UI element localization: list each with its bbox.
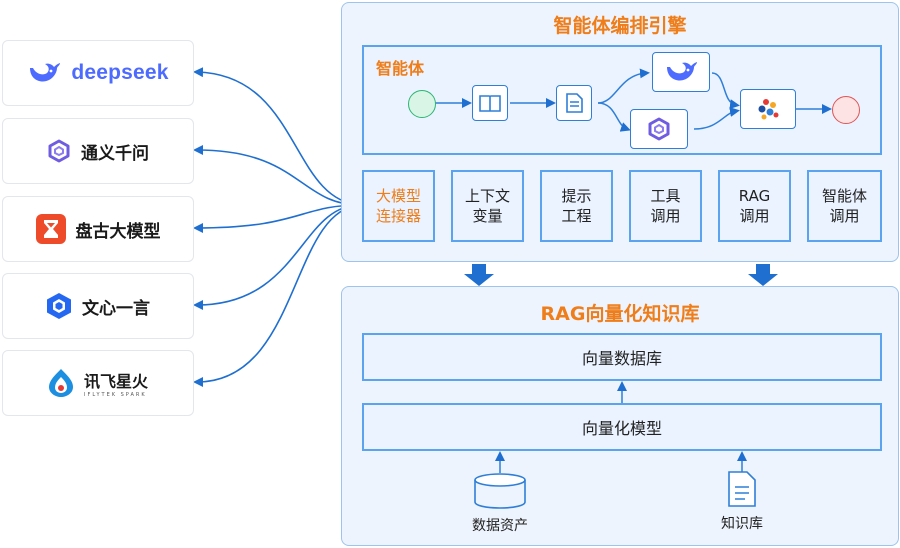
source-label: 数据资产 — [472, 518, 528, 534]
capability-agent-call[interactable]: 智能体 调用 — [807, 170, 882, 242]
orchestration-engine-panel: 智能体编排引擎 智能体 — [341, 2, 899, 262]
wenxin-icon — [47, 293, 71, 319]
whale-icon — [667, 62, 697, 81]
down-arrow-right — [748, 264, 778, 286]
capability-context-variables[interactable]: 上下文 变量 — [451, 170, 524, 242]
llm-subtitle: IFLYTEK SPARK — [83, 392, 147, 398]
curve-pangu — [193, 204, 361, 233]
llm-card-spark[interactable]: 讯飞星火 IFLYTEK SPARK — [2, 350, 194, 416]
workflow-arrows — [424, 68, 832, 132]
curve-qwen — [193, 145, 361, 206]
capability-tool-call[interactable]: 工具 调用 — [629, 170, 702, 242]
book-icon — [479, 95, 501, 112]
vector-database-box[interactable]: 向量数据库 — [362, 333, 882, 381]
qwen-icon — [648, 117, 670, 141]
curve-deepseek — [193, 67, 361, 206]
cluster-icon — [758, 99, 779, 120]
llm-card-qwen[interactable]: 通义千问 — [2, 118, 194, 184]
source-knowledge-base[interactable]: 知识库 — [702, 469, 782, 539]
llm-name: 通义千问 — [81, 143, 149, 164]
document-icon — [728, 471, 756, 507]
book-node[interactable] — [472, 85, 508, 121]
file-text-icon — [566, 93, 583, 113]
agent-workflow-box: 智能体 — [362, 45, 882, 155]
end-node[interactable] — [832, 96, 860, 124]
rag-knowledge-base-panel: RAG向量化知识库 向量数据库 向量化模型 数据资产 知识库 — [341, 286, 899, 546]
llm-name: 讯飞星火 — [83, 372, 148, 391]
qwen-icon — [48, 139, 70, 163]
source-data-assets[interactable]: 数据资产 — [460, 473, 540, 539]
curve-spark — [193, 204, 361, 387]
document-node[interactable] — [556, 85, 592, 121]
rag-arrows — [495, 381, 747, 473]
capability-rag-call[interactable]: RAG 调用 — [718, 170, 791, 242]
source-label: 知识库 — [721, 516, 763, 532]
spark-icon — [48, 369, 73, 397]
whale-icon — [30, 63, 61, 82]
llm-name: 文心一言 — [82, 298, 150, 319]
qwen-node[interactable] — [630, 109, 688, 149]
curve-wenxin — [193, 204, 361, 310]
down-arrow-left — [464, 264, 494, 286]
vector-model-box[interactable]: 向量化模型 — [362, 403, 882, 451]
pangu-icon — [35, 214, 66, 244]
deepseek-node[interactable] — [652, 52, 710, 92]
engine-title: 智能体编排引擎 — [553, 15, 687, 37]
llm-card-deepseek[interactable]: deepseek — [2, 40, 194, 106]
llm-card-wenxin[interactable]: 文心一言 — [2, 273, 194, 339]
database-icon — [474, 473, 526, 509]
capability-llm-connector[interactable]: 大模型 连接器 — [362, 170, 435, 242]
capability-prompt-engineering[interactable]: 提示 工程 — [540, 170, 613, 242]
start-node[interactable] — [408, 90, 436, 118]
agent-label: 智能体 — [376, 59, 425, 78]
aggregator-node[interactable] — [740, 89, 796, 129]
llm-name: 盘古大模型 — [75, 221, 161, 242]
llm-name: deepseek — [71, 61, 169, 84]
rag-title: RAG向量化知识库 — [540, 303, 700, 325]
llm-card-pangu[interactable]: 盘古大模型 — [2, 196, 194, 262]
